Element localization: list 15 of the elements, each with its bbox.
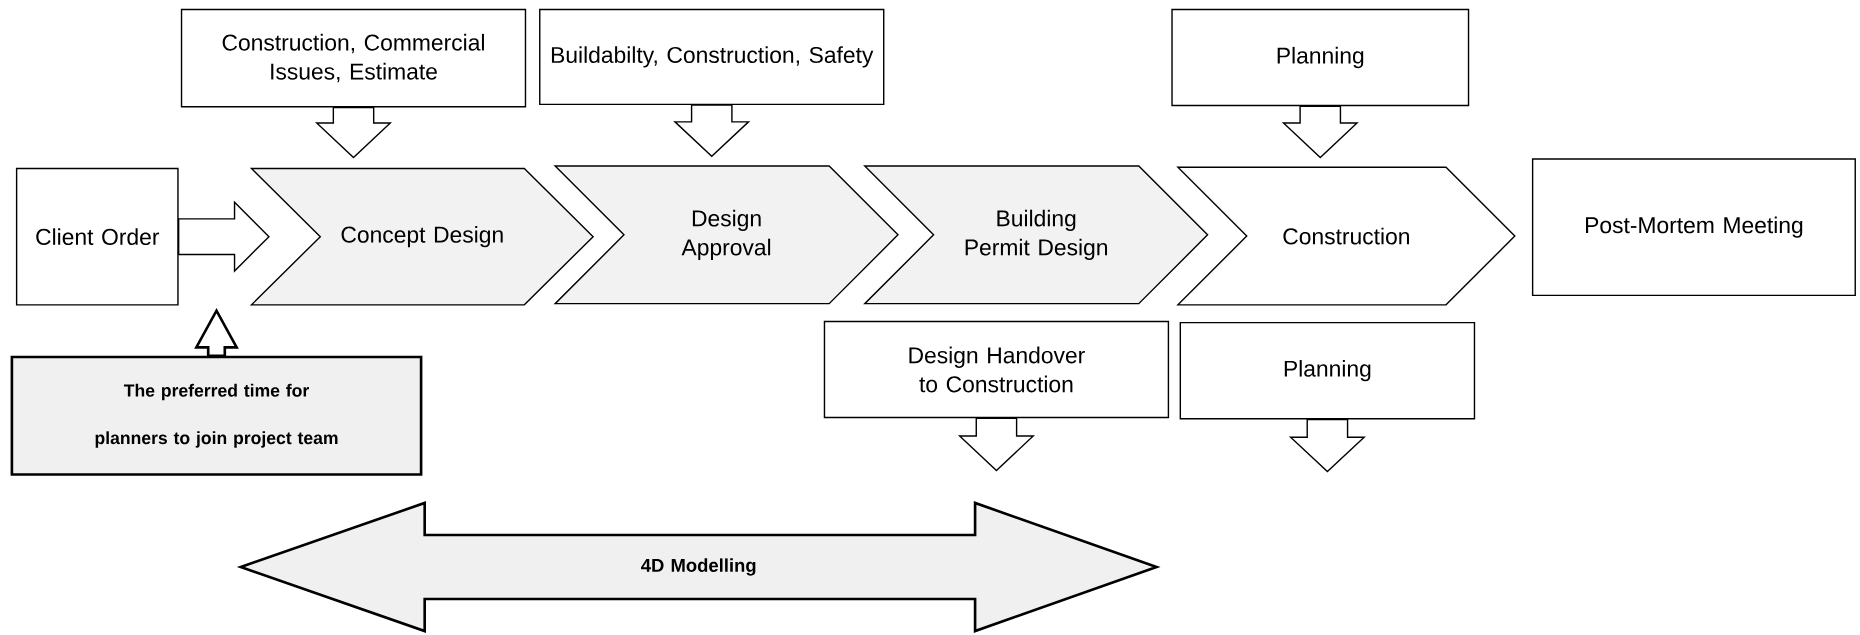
block-arrow bbox=[1288, 418, 1366, 473]
process-box: Planning bbox=[1179, 322, 1476, 420]
block-arrow bbox=[1281, 105, 1359, 159]
process-box: Client Order bbox=[15, 167, 179, 306]
block-arrow bbox=[957, 417, 1035, 472]
process-box: Design Handover to Construction bbox=[823, 320, 1170, 419]
block-arrow bbox=[673, 104, 751, 158]
block-arrow bbox=[314, 106, 393, 159]
process-box: Planning bbox=[1171, 8, 1470, 107]
process-box: Construction, Commercial Issues, Estimate bbox=[180, 9, 527, 108]
block-arrow bbox=[194, 308, 239, 358]
process-box: Post-Mortem Meeting bbox=[1531, 158, 1856, 297]
process-box: Buildabilty, Construction, Safety bbox=[539, 8, 885, 106]
note-box: The preferred time for planners to join project team bbox=[10, 355, 423, 476]
block-arrow bbox=[177, 200, 270, 273]
